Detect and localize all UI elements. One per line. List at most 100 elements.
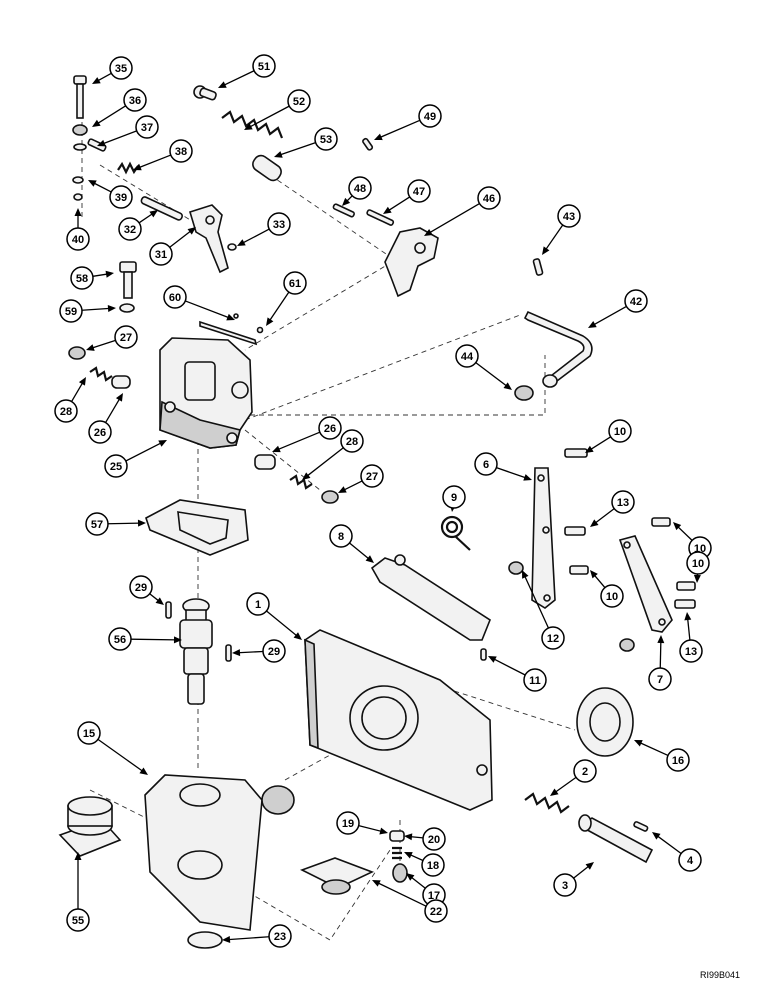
callout-label: 61 [289,278,301,290]
callout-4: 4 [652,832,702,872]
callout-label: 31 [155,249,167,261]
leader-line [358,825,383,833]
nut-part-36 [72,124,88,136]
callout-label: 17 [428,890,440,902]
callout-circle [252,54,276,78]
callout-22: 22 [372,880,448,923]
callout-56: 56 [108,627,182,651]
callout-circle [348,176,372,200]
arrow-head-icon [232,649,241,657]
callout-label: 58 [76,273,88,285]
arrow-head-icon [503,382,512,390]
callout-label: 33 [273,219,285,231]
arrow-head-icon [342,197,351,206]
arrow-head-icon [406,873,415,881]
callout-label: 56 [114,634,126,646]
callout-circle [108,627,132,651]
leader-line [475,362,508,387]
leader-line [71,381,84,402]
callout-circle [123,88,147,112]
callout-36: 36 [92,88,147,127]
bushing-part-12a [508,561,524,575]
bolt-part-10a [564,448,588,458]
callout-circle [679,639,703,663]
pin-part-61 [256,326,264,334]
leader-line [639,741,669,757]
arrow-head-icon [92,119,101,127]
leader-line [102,130,137,145]
callout-46: 46 [424,186,501,236]
arrow-head-icon [133,163,142,171]
arrow-head-icon [139,767,148,775]
callout-19: 19 [336,811,388,835]
arrow-head-icon [585,862,594,870]
spring-part-18 [392,846,402,860]
callout-circle [135,115,159,139]
callout-circle [418,104,442,128]
arrow-head-icon [657,635,665,644]
plug-part-17 [392,863,408,883]
spring-part-2 [524,792,570,814]
callout-2: 2 [550,759,597,796]
callout-label: 59 [65,306,77,318]
arrow-head-icon [266,317,274,326]
callout-circle [624,289,648,313]
leader-line [91,339,116,349]
leader-line [96,105,127,125]
callout-label: 37 [141,122,153,134]
leader-line [223,70,255,86]
callout-52: 52 [244,89,311,130]
arrow-head-icon [404,852,413,859]
parts [58,75,696,949]
housing-part-25 [159,337,253,449]
spring-part-9 [440,515,471,551]
arrow-head-icon [590,519,599,527]
callout-label: 2 [582,766,588,778]
leader-line [227,936,270,941]
spring-part-28 [89,366,113,382]
callout-label: 29 [135,582,147,594]
arrow-head-icon [523,474,532,481]
arrow-head-icon [137,519,146,527]
callout-label: 11 [529,675,541,687]
callout-47: 47 [383,179,431,214]
callout-label: 10 [606,591,618,603]
callout-20: 20 [404,827,446,851]
arrow-head-icon [542,246,550,255]
leader-line [544,224,564,251]
pin-part-47 [366,209,395,226]
pin-part-3 [578,814,654,864]
callout-circle [474,452,498,476]
bolt-part-10c [651,517,671,527]
callout-label: 7 [657,674,663,686]
arrow-head-icon [86,344,95,351]
callout-1: 1 [246,592,302,640]
callout-label: 18 [427,860,439,872]
arrow-head-icon [522,570,529,579]
leader-line [656,835,682,854]
callout-26: 26 [88,393,123,444]
callout-label: 40 [72,234,84,246]
callout-circle [169,139,193,163]
arrow-head-icon [74,208,82,216]
callout-circle [422,827,446,851]
cup-part-55 [58,796,122,857]
callout-circle [611,490,635,514]
drawing-code: RI99B041 [700,970,740,980]
washer-part-59 [119,303,135,313]
arrow-head-icon [244,123,253,130]
callout-18: 18 [404,852,445,877]
leader-line [277,431,321,451]
callout-label: 48 [354,183,366,195]
spring-part-38 [117,161,139,175]
callout-label: 13 [617,497,629,509]
cap-part-27b [321,490,339,504]
arrow-head-icon [383,206,392,214]
callout-38: 38 [133,139,193,171]
leader-line [496,466,527,479]
callout-37: 37 [97,115,159,147]
callout-circle [149,242,173,266]
leader-line [149,593,160,602]
callout-label: 20 [428,834,440,846]
